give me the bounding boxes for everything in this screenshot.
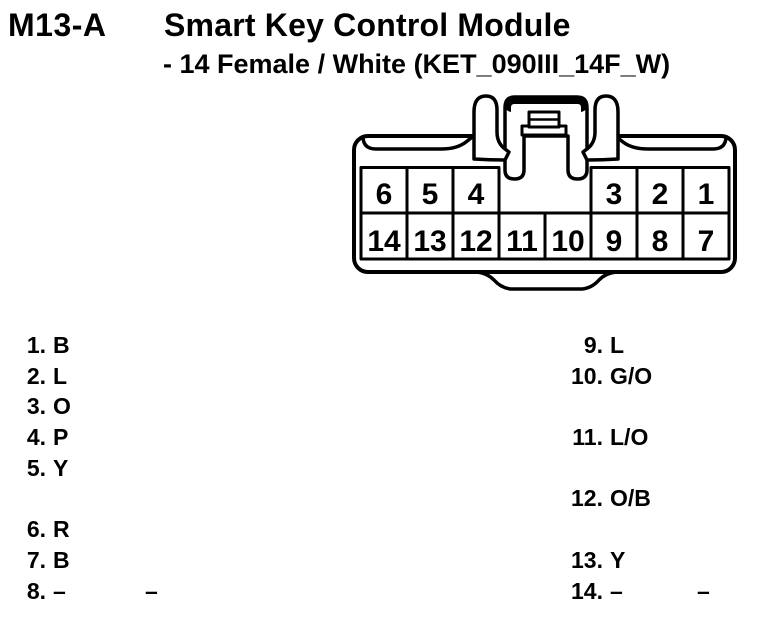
pin-row-spacer — [520, 514, 778, 545]
pin-row-14: 14.–– — [520, 576, 778, 607]
pin-cell-6 — [359, 166, 409, 215]
pin-cell-4 — [451, 166, 501, 215]
pin-cell-number: 3 — [606, 178, 623, 211]
wire-color: Y — [610, 546, 626, 573]
pin-number: 8. — [26, 577, 46, 604]
pin-number: 2. — [26, 362, 46, 389]
pin-number: 9. — [583, 332, 603, 358]
lock-prong-right — [581, 94, 620, 162]
pin-number: 13. — [571, 546, 603, 573]
pin-row-6: 6. R — [0, 514, 300, 545]
pin-number: 3. — [26, 393, 46, 420]
no-connection-dash: – — [697, 577, 710, 604]
wire-color: B — [53, 546, 70, 573]
wire-color: R — [53, 516, 70, 543]
pin-cell-12 — [451, 211, 501, 261]
pin-list-right: 9.L 10.G/O 11.L/O 12.O/B 13.Y 14.–– — [520, 330, 778, 606]
wire-color: G/O — [610, 362, 653, 389]
pin-cell-5 — [405, 166, 455, 215]
connector-variant: - 14 Female / White (KET_090III_14F_W) — [163, 49, 671, 79]
pin-number: 14. — [571, 577, 603, 604]
pin-number: 6. — [26, 516, 46, 543]
inner-lip-left — [361, 132, 478, 151]
bottom-notch — [469, 270, 624, 291]
wire-color: L — [610, 332, 625, 358]
pin-number: 1. — [26, 332, 46, 358]
pin-number: 12. — [571, 485, 603, 512]
wire-color: B — [53, 332, 70, 358]
pin-row-spacer — [520, 453, 778, 484]
pin-cell-number: 14 — [367, 225, 401, 258]
wire-color: L — [53, 362, 68, 389]
pin-cell-number: 4 — [468, 178, 485, 211]
pin-row-2: 2. L — [0, 361, 300, 392]
pin-cell-number: 12 — [459, 225, 492, 258]
pin-list-left: 1.B 2.L 3.O 4.P 5.Y 6.R 7.B 8.–– — [0, 330, 300, 606]
pin-number: 4. — [26, 424, 46, 451]
pin-number: 10. — [571, 362, 603, 389]
connector-id: M13-A — [8, 7, 107, 43]
pin-cell-7 — [681, 211, 731, 261]
lock-prong-left — [472, 94, 511, 162]
pin-cell-number: 10 — [551, 225, 584, 258]
pin-cell-number: 6 — [376, 178, 393, 211]
pin-cell-9 — [589, 211, 639, 261]
pin-cell-13 — [405, 211, 455, 261]
pin-cell-number: 11 — [506, 225, 538, 258]
wire-color: – — [610, 577, 623, 604]
wire-color: P — [53, 424, 69, 451]
wire-color: – — [53, 577, 66, 604]
pin-row-4: 4. P — [0, 422, 300, 453]
pin-cell-number: 5 — [422, 178, 439, 211]
pin-row-9: 9. L — [520, 330, 778, 361]
pin-row-11: 11. L/O — [520, 422, 778, 453]
pin-cell-number: 13 — [413, 225, 446, 258]
pin-cell-8 — [635, 211, 685, 261]
pin-row-1: 1. B — [0, 330, 300, 361]
wire-color: Y — [53, 454, 69, 481]
pin-cell-10 — [543, 211, 593, 261]
wire-color: O/B — [610, 485, 651, 512]
pin-cell-number: 2 — [652, 178, 669, 211]
pin-cell-14 — [359, 211, 409, 261]
pin-number: 11. — [572, 424, 603, 451]
wire-color: O — [53, 393, 71, 420]
pin-row-spacer — [0, 483, 300, 514]
pin-row-5: 5. Y — [0, 453, 300, 484]
pin-cell-number: 8 — [652, 225, 669, 258]
pin-row-8: 8.–– — [0, 576, 300, 607]
inner-lip-right — [611, 132, 728, 151]
pin-row-13: 13. Y — [520, 545, 778, 576]
pin-cell-number: 1 — [698, 178, 715, 211]
lock-tab — [503, 95, 589, 181]
page-title: Smart Key Control Module — [164, 7, 571, 43]
connector-diagram: 6 5 4 3 2 1 14 13 12 11 10 9 8 7 — [352, 94, 737, 291]
pin-cell-number: 7 — [698, 225, 715, 258]
pin-cell-number: 9 — [606, 225, 623, 258]
pin-number: 7. — [26, 546, 46, 573]
wire-color: L/O — [610, 424, 649, 451]
pin-row-spacer — [520, 391, 778, 422]
pin-number: 5. — [26, 454, 46, 481]
pin-row-3: 3. O — [0, 391, 300, 422]
pin-row-12: 12. O/B — [520, 483, 778, 514]
no-connection-dash: – — [145, 577, 158, 604]
pin-row-10: 10. G/O — [520, 361, 778, 392]
pin-row-7: 7. B — [0, 545, 300, 576]
